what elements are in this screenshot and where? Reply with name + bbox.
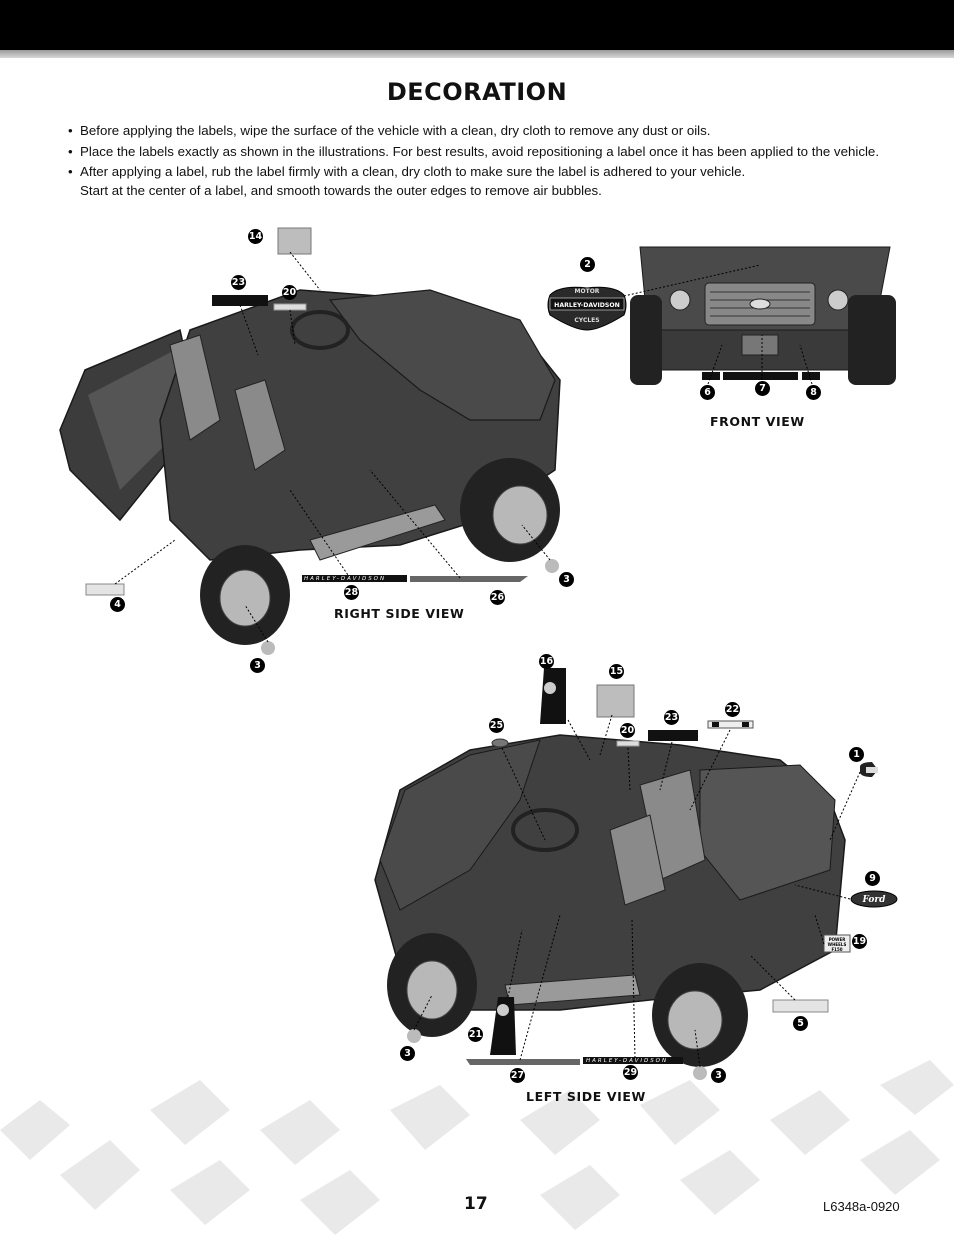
front-view-illustration [630, 246, 898, 395]
decal-21 [490, 997, 516, 1055]
callout-8: 8 [806, 385, 821, 400]
callout-5: 5 [793, 1016, 808, 1031]
callout-7: 7 [755, 381, 770, 396]
callout-21: 21 [468, 1027, 483, 1042]
instruction-text: Before applying the labels, wipe the sur… [80, 123, 711, 138]
left-side-view-label: LEFT SIDE VIEW [526, 1089, 646, 1104]
callout-16: 16 [539, 654, 554, 669]
instruction-text: Start at the center of a label, and smoo… [80, 182, 602, 198]
callout-2: 2 [580, 257, 595, 272]
right-view-leader-lines [114, 251, 551, 643]
instruction-text: After applying a label, rub the label fi… [80, 164, 746, 179]
decal-25 [491, 738, 509, 748]
decal-3-hubcap [693, 1066, 707, 1080]
callout-23: 23 [231, 275, 246, 290]
decal-29-text: HARLEY-DAVIDSON [586, 1058, 669, 1064]
decal-9-ford-oval [850, 890, 898, 908]
left-view-decals: Ford POWER WHEELS F150 [407, 668, 898, 1080]
decal-20 [273, 303, 307, 311]
left-view-leader-lines [413, 714, 861, 1068]
callout-29: 29 [623, 1065, 638, 1080]
callout-14: 14 [248, 229, 263, 244]
decal-5 [772, 999, 829, 1013]
decal-15 [596, 684, 635, 718]
right-side-view-illustration [59, 289, 561, 645]
decal-14 [277, 227, 312, 255]
callout-15: 15 [609, 664, 624, 679]
callout-27: 27 [510, 1068, 525, 1083]
decal-3-hubcap [545, 559, 559, 573]
left-side-view-illustration [374, 734, 846, 1067]
page-title: DECORATION [386, 78, 568, 106]
decal-3-hubcap [261, 641, 275, 655]
decal-2-text-bottom: CYCLES [574, 317, 599, 324]
callout-9: 9 [865, 871, 880, 886]
header-bar-shadow [0, 50, 954, 58]
decal-27 [466, 1059, 580, 1065]
decal-19-text-2: WHEELS [828, 942, 847, 947]
decal-29 [583, 1057, 683, 1064]
header-bar [0, 0, 954, 50]
callout-19: 19 [852, 934, 867, 949]
instruction-item: After applying a label, rub the label fi… [68, 163, 928, 200]
callout-4: 4 [110, 597, 125, 612]
callout-25: 25 [489, 718, 504, 733]
decal-23 [648, 730, 698, 741]
decal-23 [212, 295, 268, 306]
callout-20: 20 [620, 723, 635, 738]
callout-20: 20 [282, 285, 297, 300]
instruction-item: Before applying the labels, wipe the sur… [68, 122, 928, 141]
front-view-label: FRONT VIEW [710, 414, 805, 429]
front-view-leader-lines [623, 264, 813, 385]
callout-3: 3 [711, 1068, 726, 1083]
decal-22 [707, 720, 754, 729]
front-view-decals: MOTOR HARLEY-DAVIDSON CYCLES [547, 286, 627, 331]
decal-9-text: Ford [862, 895, 887, 905]
decal-19-text-1: POWER [829, 937, 846, 942]
instruction-item: Place the labels exactly as shown in the… [68, 143, 928, 162]
instruction-list: Before applying the labels, wipe the sur… [68, 122, 928, 202]
right-view-decals [85, 227, 559, 655]
decal-20 [616, 740, 640, 747]
document-code: L6348a-0920 [823, 1199, 900, 1214]
page-number: 17 [464, 1194, 488, 1214]
decal-2-text-top: MOTOR [575, 288, 600, 295]
callout-23: 23 [664, 710, 679, 725]
callout-3: 3 [250, 658, 265, 673]
right-side-view-label: RIGHT SIDE VIEW [334, 606, 465, 621]
callout-26: 26 [490, 590, 505, 605]
decal-28-text: HARLEY-DAVIDSON [304, 576, 387, 582]
decal-16 [540, 668, 566, 724]
callout-3: 3 [400, 1046, 415, 1061]
tire-track-background [0, 1060, 954, 1235]
decal-26 [410, 576, 528, 582]
decal-28 [302, 575, 407, 582]
callout-28: 28 [344, 585, 359, 600]
callout-22: 22 [725, 702, 740, 717]
decal-19-text-3: F150 [831, 947, 842, 952]
callout-3: 3 [559, 572, 574, 587]
decal-3-hubcap [407, 1029, 421, 1043]
instruction-text: Place the labels exactly as shown in the… [80, 143, 880, 159]
decal-2-text-mid: HARLEY-DAVIDSON [554, 302, 620, 309]
callout-1: 1 [849, 747, 864, 762]
decal-4 [85, 583, 125, 596]
callout-6: 6 [700, 385, 715, 400]
